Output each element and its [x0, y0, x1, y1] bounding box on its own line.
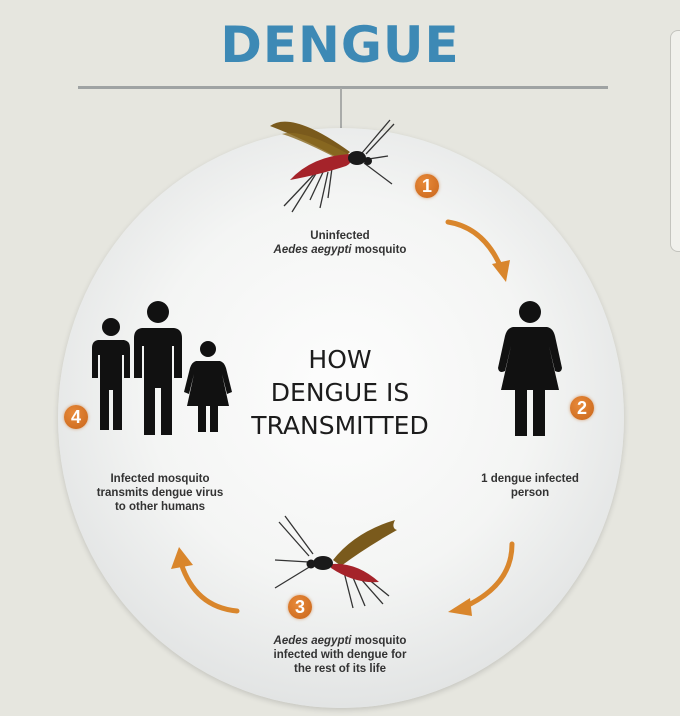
uninfected-mosquito-icon — [270, 119, 395, 213]
step-4-badge: 4 — [64, 405, 88, 429]
step-1-badge: 1 — [415, 174, 439, 198]
step-3-caption: Aedes aegypti mosquito infected with den… — [273, 635, 407, 675]
center-heading: HOW DENGUE IS TRANSMITTED — [251, 345, 429, 440]
family-figures-icon — [92, 301, 232, 435]
arrow-step2-to-3 — [448, 541, 515, 616]
arrow-step3-to-4 — [171, 547, 240, 614]
connector-line — [340, 88, 342, 130]
step-3-badge: 3 — [288, 595, 312, 619]
title-divider — [78, 86, 608, 89]
side-panel-tab[interactable] — [670, 30, 680, 252]
infected-mosquito-icon — [274, 515, 397, 609]
step-1-caption: Uninfected Aedes aegypti mosquito — [273, 230, 407, 256]
step-4-caption: Infected mosquito transmits dengue virus… — [96, 473, 224, 513]
page-title: DENGUE — [220, 16, 460, 74]
arrow-step1-to-2 — [445, 219, 510, 282]
step-2-caption: 1 dengue infected person — [481, 473, 579, 499]
woman-figure-icon — [498, 301, 562, 436]
step-2-badge: 2 — [570, 396, 594, 420]
